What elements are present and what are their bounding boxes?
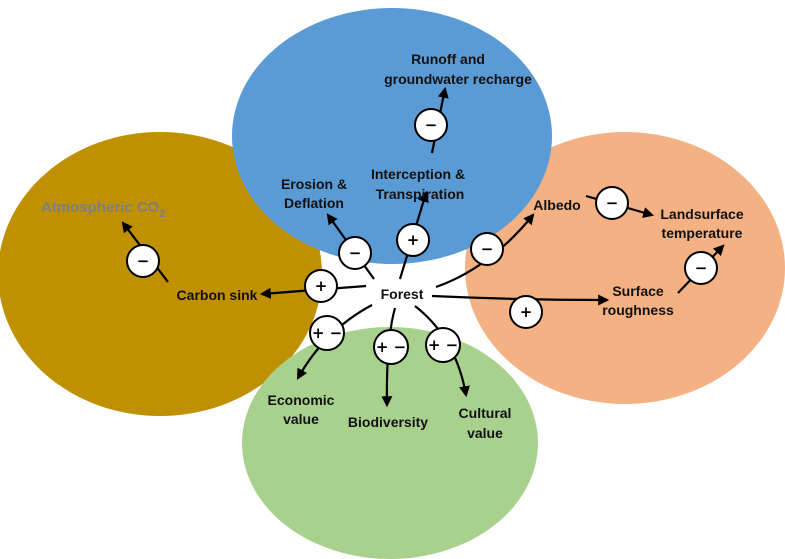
- sign-interception: +: [407, 231, 420, 249]
- erosion-label-line1: Erosion &: [281, 176, 347, 192]
- co2-subscript: 2: [159, 208, 165, 220]
- atmospheric-co2-label: Atmospheric CO2: [41, 199, 165, 220]
- carbon-sink-label: Carbon sink: [177, 287, 258, 303]
- landsurface-label-line2: temperature: [662, 225, 743, 241]
- sign-roughness-to-temperature: −: [695, 259, 708, 277]
- sign-badge-interception: +: [396, 223, 430, 257]
- sign-badge-carbon-sink: +: [304, 269, 338, 303]
- cultural-label-line2: value: [467, 425, 503, 441]
- economic-label-line1: Economic: [268, 392, 335, 408]
- cultural-label-line1: Cultural: [459, 405, 512, 421]
- economic-label-line2: value: [283, 411, 319, 427]
- sign-badge-roughness-to-temperature: −: [684, 251, 718, 285]
- sign-cultural: + −: [428, 336, 458, 354]
- sign-roughness: +: [520, 303, 533, 321]
- co2-main-text: Atmospheric CO: [41, 199, 160, 216]
- interception-label-line1: Interception &: [371, 166, 465, 182]
- sign-badge-co2: −: [126, 244, 160, 278]
- erosion-label-line2: Deflation: [284, 195, 344, 211]
- sign-badge-economic: + −: [309, 315, 345, 351]
- sign-economic: + −: [312, 324, 342, 342]
- sign-badge-biodiversity: + −: [373, 329, 409, 365]
- biodiversity-label: Biodiversity: [348, 414, 428, 430]
- water-domain-ellipse: [232, 8, 552, 264]
- sign-badge-roughness: +: [509, 295, 543, 329]
- sign-badge-albedo-to-temperature: −: [595, 186, 629, 220]
- sign-erosion: −: [349, 244, 362, 262]
- landsurface-label-line1: Landsurface: [660, 206, 743, 222]
- sign-co2: −: [137, 252, 150, 270]
- sign-badge-runoff: −: [414, 108, 448, 142]
- albedo-label: Albedo: [533, 197, 580, 213]
- energy-domain-ellipse: [465, 132, 785, 404]
- sign-badge-albedo: −: [470, 232, 504, 266]
- sign-carbon-sink: +: [315, 277, 328, 295]
- interception-label-line2: Transpiration: [376, 186, 465, 202]
- roughness-label-line2: roughness: [602, 302, 674, 318]
- runoff-label-line2: groundwater recharge: [384, 71, 532, 87]
- sign-albedo: −: [481, 240, 494, 258]
- forest-label: Forest: [381, 286, 424, 302]
- sign-badge-erosion: −: [338, 236, 372, 270]
- sign-albedo-to-temperature: −: [606, 194, 619, 212]
- roughness-label-line1: Surface: [612, 283, 664, 299]
- sign-runoff: −: [425, 116, 438, 134]
- sign-biodiversity: + −: [376, 338, 406, 356]
- runoff-label-line1: Runoff and: [411, 51, 485, 67]
- sign-badge-cultural: + −: [425, 327, 461, 363]
